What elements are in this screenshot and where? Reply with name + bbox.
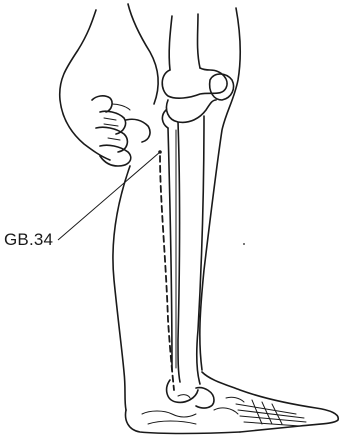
ink-speck: [243, 243, 245, 245]
acupoint-leader-line: [58, 152, 160, 240]
acupoint-label: GB.34: [4, 230, 53, 250]
calf-outline-left: [113, 166, 130, 410]
pressing-hand: [60, 4, 158, 166]
foot: [126, 372, 339, 434]
shin-outline-right: [200, 8, 240, 370]
patella: [210, 74, 234, 100]
femur: [162, 14, 227, 98]
acupoint-marker: [158, 150, 162, 154]
tibia: [166, 100, 216, 384]
